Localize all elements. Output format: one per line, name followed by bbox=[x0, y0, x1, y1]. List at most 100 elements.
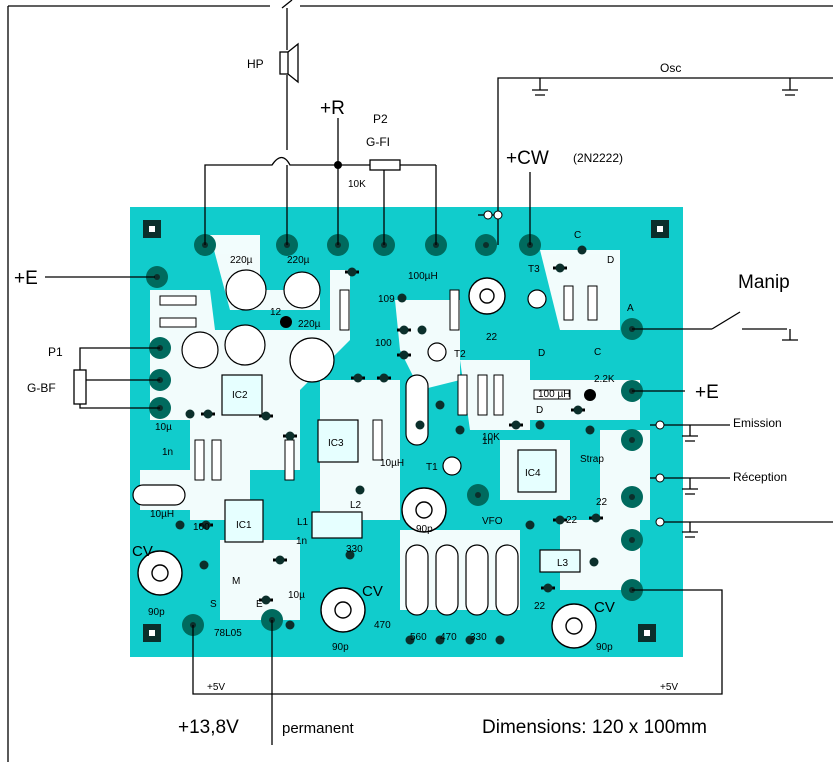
board-label: D bbox=[538, 348, 545, 359]
small-pad bbox=[399, 350, 409, 360]
trimmer-capacitors bbox=[137, 277, 597, 649]
board-label: 1n bbox=[162, 447, 173, 458]
small-pad bbox=[399, 325, 409, 335]
board-label: 1n bbox=[296, 536, 307, 547]
board-label: C bbox=[574, 230, 581, 241]
board-label: 560 bbox=[410, 632, 427, 643]
board-label: M bbox=[232, 576, 240, 587]
small-pad bbox=[543, 583, 553, 593]
board-label: 10µH bbox=[150, 509, 174, 520]
board-label: IC2 bbox=[232, 390, 248, 401]
small-pad bbox=[525, 520, 535, 530]
small-pad bbox=[405, 635, 415, 645]
board-label: 12 bbox=[270, 307, 282, 318]
board-label: CV bbox=[362, 583, 383, 600]
board-label: 90p bbox=[148, 607, 165, 618]
board-label: S bbox=[210, 599, 217, 610]
small-pad bbox=[353, 373, 363, 383]
board-label: 100 bbox=[193, 522, 210, 533]
board-label: D bbox=[536, 405, 543, 416]
board-label: 90p bbox=[332, 642, 349, 653]
small-pad bbox=[285, 431, 295, 441]
board-label: 330 bbox=[346, 544, 363, 555]
board-label: D bbox=[607, 255, 614, 266]
ceramic-capacitor-row bbox=[132, 374, 519, 616]
small-pad bbox=[495, 635, 505, 645]
pad-hole bbox=[475, 492, 481, 498]
label-plus-e-left: +E bbox=[14, 268, 38, 289]
label-cw-transistor: (2N2222) bbox=[573, 151, 623, 165]
speaker-symbol bbox=[279, 0, 299, 84]
label-p1: P1 bbox=[48, 345, 63, 359]
small-pad bbox=[261, 411, 271, 421]
transistors bbox=[427, 289, 547, 476]
board-label: 10µH bbox=[380, 458, 404, 469]
board-label: 100 µH bbox=[538, 389, 570, 400]
board-label: 470 bbox=[374, 620, 391, 631]
board-label: CV bbox=[132, 543, 153, 560]
board-label: IC3 bbox=[328, 438, 344, 449]
small-pad bbox=[397, 293, 407, 303]
electrolytic-capacitors bbox=[181, 269, 335, 383]
small-pad bbox=[465, 635, 475, 645]
small-pad bbox=[285, 620, 295, 630]
board-label: T3 bbox=[528, 264, 540, 275]
label-p2-value: 10K bbox=[348, 179, 366, 190]
small-pad bbox=[555, 515, 565, 525]
label-osc: Osc bbox=[660, 61, 681, 75]
board-label: IC4 bbox=[525, 468, 541, 479]
board-label: 220µ bbox=[298, 319, 321, 330]
board-label: T1 bbox=[426, 462, 438, 473]
board-label: VFO bbox=[482, 516, 503, 527]
label-reception: Réception bbox=[733, 470, 787, 484]
board-label: 22 bbox=[486, 332, 498, 343]
board-label: L3 bbox=[557, 558, 569, 569]
small-pad bbox=[201, 520, 211, 530]
small-pad bbox=[175, 520, 185, 530]
board-label: 22 bbox=[534, 601, 546, 612]
small-pad bbox=[589, 557, 599, 567]
small-pad bbox=[417, 325, 427, 335]
board-label: 100 bbox=[375, 338, 392, 349]
label-plus-cw: +CW bbox=[506, 148, 549, 169]
small-pad bbox=[535, 420, 545, 430]
board-label: CV bbox=[594, 599, 615, 616]
board-label: 22 bbox=[596, 497, 608, 508]
small-pad bbox=[415, 420, 425, 430]
label-supply: +13,8V bbox=[178, 717, 239, 738]
small-pad bbox=[185, 409, 195, 419]
board-label: 90p bbox=[416, 524, 433, 535]
label-p1-name: G-BF bbox=[27, 381, 56, 395]
junction-dots bbox=[280, 161, 665, 527]
board-label: 220µ bbox=[230, 255, 253, 266]
small-pad bbox=[435, 400, 445, 410]
pad-hole bbox=[629, 494, 635, 500]
pad-hole bbox=[154, 274, 160, 280]
label-hp: HP bbox=[247, 57, 264, 71]
small-pad bbox=[199, 560, 209, 570]
board-label: L2 bbox=[350, 500, 362, 511]
label-p2: P2 bbox=[373, 112, 388, 126]
board-label: 470 bbox=[440, 632, 457, 643]
board-label: 22 bbox=[566, 515, 578, 526]
label-dimensions: Dimensions: 120 x 100mm bbox=[482, 717, 707, 738]
board-label: 78L05 bbox=[214, 628, 242, 639]
small-pad bbox=[511, 420, 521, 430]
label-five-v-right: +5V bbox=[660, 682, 678, 693]
ground-symbols bbox=[532, 78, 798, 538]
label-five-v-left: +5V bbox=[207, 682, 225, 693]
board-labels: 220µ 220µ 220µ 12 IC2 IC3 IC1 IC4 10µ 10… bbox=[132, 230, 634, 653]
small-pad bbox=[261, 595, 271, 605]
board-label: L1 bbox=[297, 517, 309, 528]
board-label: T2 bbox=[454, 349, 466, 360]
small-pad bbox=[275, 555, 285, 565]
small-pad bbox=[591, 513, 601, 523]
pad-hole bbox=[629, 437, 635, 443]
label-plus-e-right: +E bbox=[695, 382, 719, 403]
small-pad bbox=[347, 267, 357, 277]
board-label: 10µ bbox=[155, 422, 172, 433]
small-pad bbox=[585, 425, 595, 435]
board-label: 1n bbox=[482, 436, 493, 447]
mounting-holes bbox=[143, 220, 669, 642]
